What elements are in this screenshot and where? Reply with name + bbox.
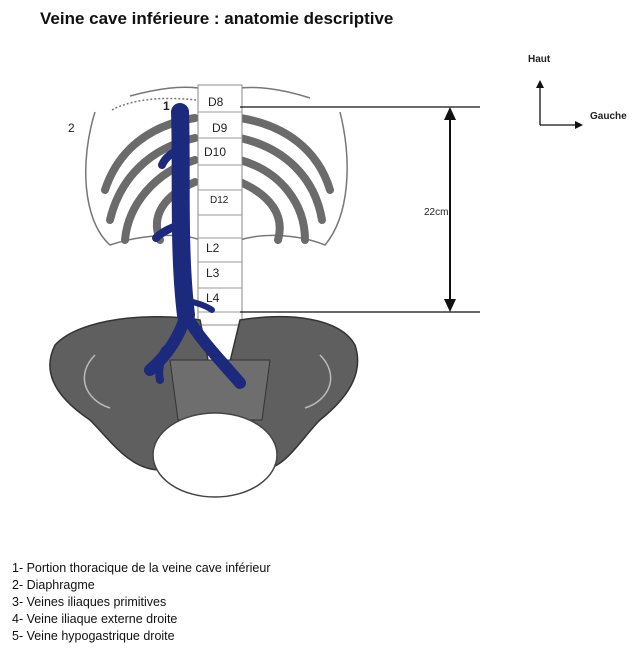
orientation-arrows <box>536 80 583 129</box>
legend-item: 5- Veine hypogastrique droite <box>12 628 270 645</box>
measurement-label: 22cm <box>424 207 448 218</box>
orientation-left-label: Gauche <box>590 111 627 122</box>
vertebra-label-l4: L4 <box>206 291 220 305</box>
vertebra-label-d8: D8 <box>208 95 224 109</box>
legend: 1- Portion thoracique de la veine cave i… <box>12 560 270 645</box>
legend-item: 2- Diaphragme <box>12 577 270 594</box>
legend-item: 3- Veines iliaques primitives <box>12 594 270 611</box>
vertebra-label-d12: D12 <box>210 195 229 206</box>
vertebra-label-d9: D9 <box>212 121 228 135</box>
vertebra-label-l3: L3 <box>206 266 220 280</box>
vertebra-label-d10: D10 <box>204 145 226 159</box>
orientation-up-label: Haut <box>528 54 551 65</box>
callout-2: 2 <box>68 121 75 135</box>
legend-item: 4- Veine iliaque externe droite <box>12 611 270 628</box>
callout-1: 1 <box>163 99 170 113</box>
legend-item: 1- Portion thoracique de la veine cave i… <box>12 560 270 577</box>
vertebra-label-l2: L2 <box>206 241 220 255</box>
